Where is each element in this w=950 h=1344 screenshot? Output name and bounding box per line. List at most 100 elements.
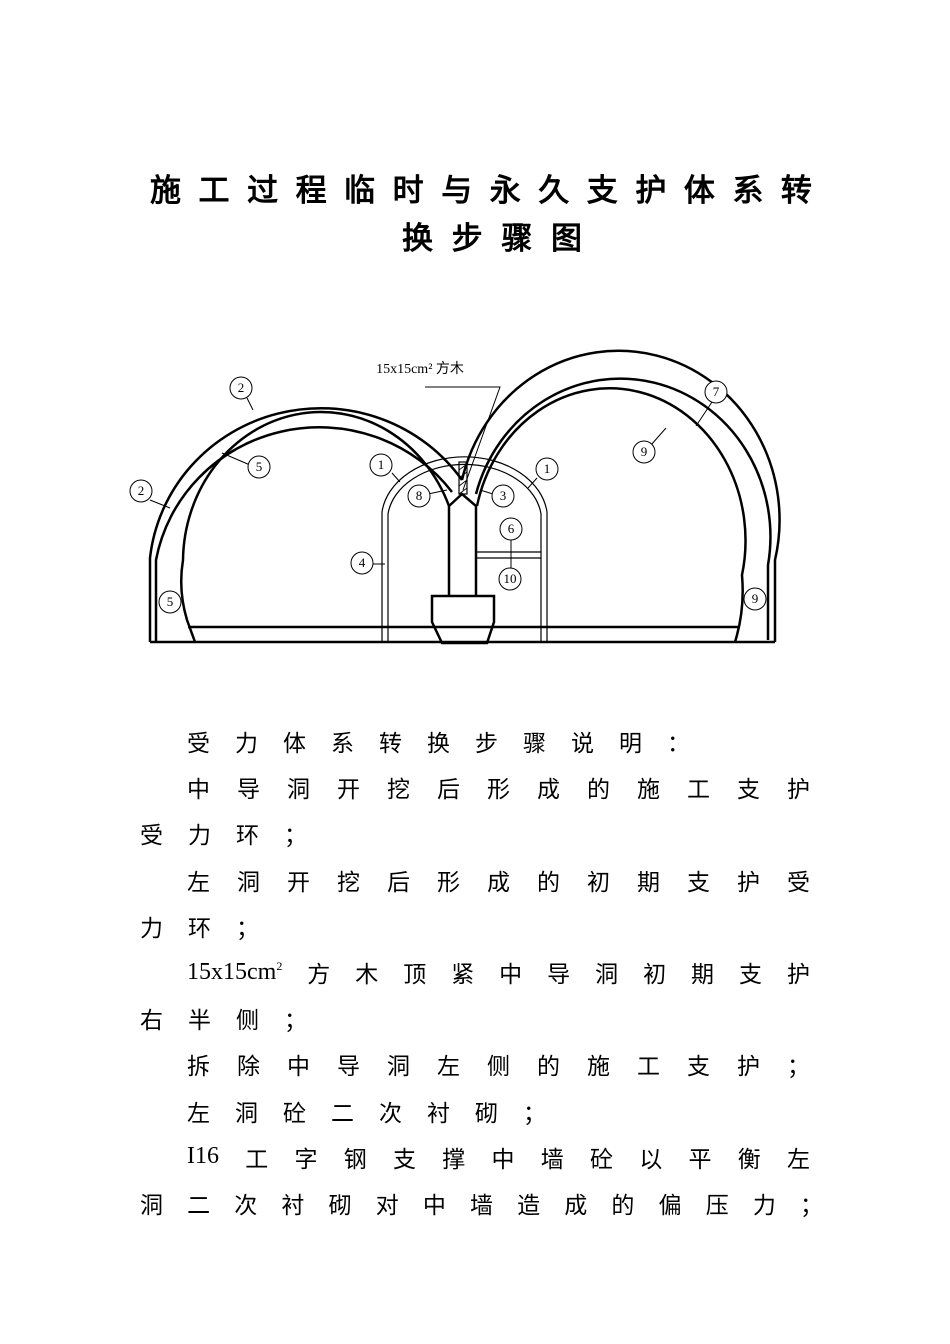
left-tunnel-outer-arch: [148, 407, 464, 642]
text-token: 次: [234, 1193, 258, 1219]
right-tunnel-outer-arch: [460, 349, 781, 642]
document-title-line-2: 换步骤图: [402, 213, 582, 258]
text-token: 左: [187, 869, 210, 896]
text-token: 衬: [281, 1193, 305, 1219]
text-token: 工: [687, 777, 710, 804]
text-token: 紧: [451, 962, 475, 988]
title-char: 体: [683, 173, 715, 209]
text-token: 开: [287, 869, 310, 896]
text-token: 的: [587, 777, 610, 804]
text-token: 骤: [523, 731, 546, 757]
text-line: 受力体系转换步骤说明：: [187, 725, 715, 757]
text-token: 左: [437, 1054, 460, 1081]
text-token: 护: [787, 777, 810, 804]
text-token: 造: [517, 1193, 541, 1219]
text-token: 护: [786, 962, 810, 988]
text-token: 环: [188, 915, 211, 942]
right-tunnel-lining: [475, 386, 747, 643]
left-tunnel-outer-arch-inner: [154, 426, 453, 642]
text-token: 环: [236, 823, 259, 850]
text-token: 工: [245, 1146, 269, 1173]
label-circle: [247, 455, 271, 479]
text-token: 施: [587, 1054, 610, 1081]
text-token: 压: [705, 1193, 729, 1219]
text-token: 以: [639, 1146, 663, 1173]
document-title-line-1: 施工过程临时与永久支护体系转: [150, 165, 812, 210]
text-token: 次: [379, 1100, 402, 1127]
label-number: 5: [167, 594, 174, 609]
text-line: 中导洞开挖后形成的施工支护: [187, 771, 810, 803]
text-token: 洞: [595, 962, 619, 988]
text-token: 撑: [442, 1146, 466, 1173]
text-token: 导: [337, 1054, 360, 1081]
title-char: 永: [489, 173, 521, 209]
text-token: 开: [337, 777, 360, 804]
title-char: 转: [780, 173, 812, 209]
text-token: 挖: [337, 869, 360, 896]
text-token: 半: [188, 1008, 211, 1035]
text-token: 中: [499, 962, 523, 988]
text-token: 衬: [427, 1100, 450, 1127]
text-token: 洞: [287, 777, 310, 804]
text-token: 二: [187, 1193, 211, 1219]
text-token: 力: [235, 731, 258, 757]
label-circle: [491, 484, 515, 508]
text-token: 中: [287, 1054, 310, 1081]
text-token: 护: [737, 1054, 760, 1081]
text-token: 导: [547, 962, 571, 988]
text-token: 左: [787, 1146, 810, 1173]
label-circle: [499, 517, 523, 541]
label-number: 7: [713, 384, 720, 399]
text-token: 衡: [737, 1146, 761, 1173]
text-token: 墙: [469, 1193, 493, 1219]
text-token: I16: [187, 1143, 219, 1170]
label-circle: [229, 376, 253, 400]
text-token: 后: [437, 777, 460, 804]
text-token: 洞: [387, 1054, 410, 1081]
text-token: 二: [331, 1100, 354, 1127]
text-token: ；: [284, 1008, 307, 1035]
text-token: 侧: [236, 1008, 259, 1035]
callout-leader: [425, 386, 501, 491]
title-char: 换: [402, 221, 433, 257]
text-token: 转: [379, 731, 402, 757]
label-number: 1: [378, 457, 385, 472]
text-token: 字: [294, 1146, 318, 1173]
label-number: 9: [752, 591, 759, 606]
title-char: 支: [586, 173, 618, 209]
text-token: 形: [487, 777, 510, 804]
text-token: 顶: [403, 962, 427, 988]
text-token: 洞: [235, 1100, 258, 1127]
text-token: 偏: [658, 1193, 682, 1219]
text-line: 洞二次衬砌对中墙造成的偏压力；: [140, 1187, 823, 1219]
text-token: 墙: [540, 1146, 564, 1173]
text-token: 受: [140, 823, 163, 850]
text-token: 说: [571, 731, 594, 757]
text-token: 侧: [487, 1054, 510, 1081]
label-circle: [158, 590, 182, 614]
label-number: 10: [504, 571, 517, 586]
i16-steel-strut: [477, 551, 541, 559]
text-token: 后: [387, 869, 410, 896]
text-token: 受: [187, 731, 210, 757]
text-token: 体: [283, 731, 306, 757]
text-token: 对: [375, 1193, 399, 1219]
middle-drift-support-outer: [381, 456, 548, 642]
label-number: 9: [641, 444, 648, 459]
label-circle: [350, 551, 374, 575]
text-token: 砌: [328, 1193, 352, 1219]
text-token: 支: [737, 777, 760, 804]
text-token: 中: [422, 1193, 446, 1219]
text-token: 左: [187, 1100, 210, 1127]
text-token: 初: [643, 962, 667, 988]
text-token: 的: [611, 1193, 635, 1219]
text-token: 步: [475, 731, 498, 757]
text-token: 方: [307, 962, 331, 988]
label-circle: [632, 440, 656, 464]
label-number: 2: [138, 483, 145, 498]
middle-drift-support-inner: [387, 463, 542, 642]
text-token: 的: [537, 1054, 560, 1081]
text-token: 挖: [387, 777, 410, 804]
text-token: 中: [491, 1146, 515, 1173]
text-line: 拆除中导洞左侧的施工支护；: [187, 1048, 810, 1080]
